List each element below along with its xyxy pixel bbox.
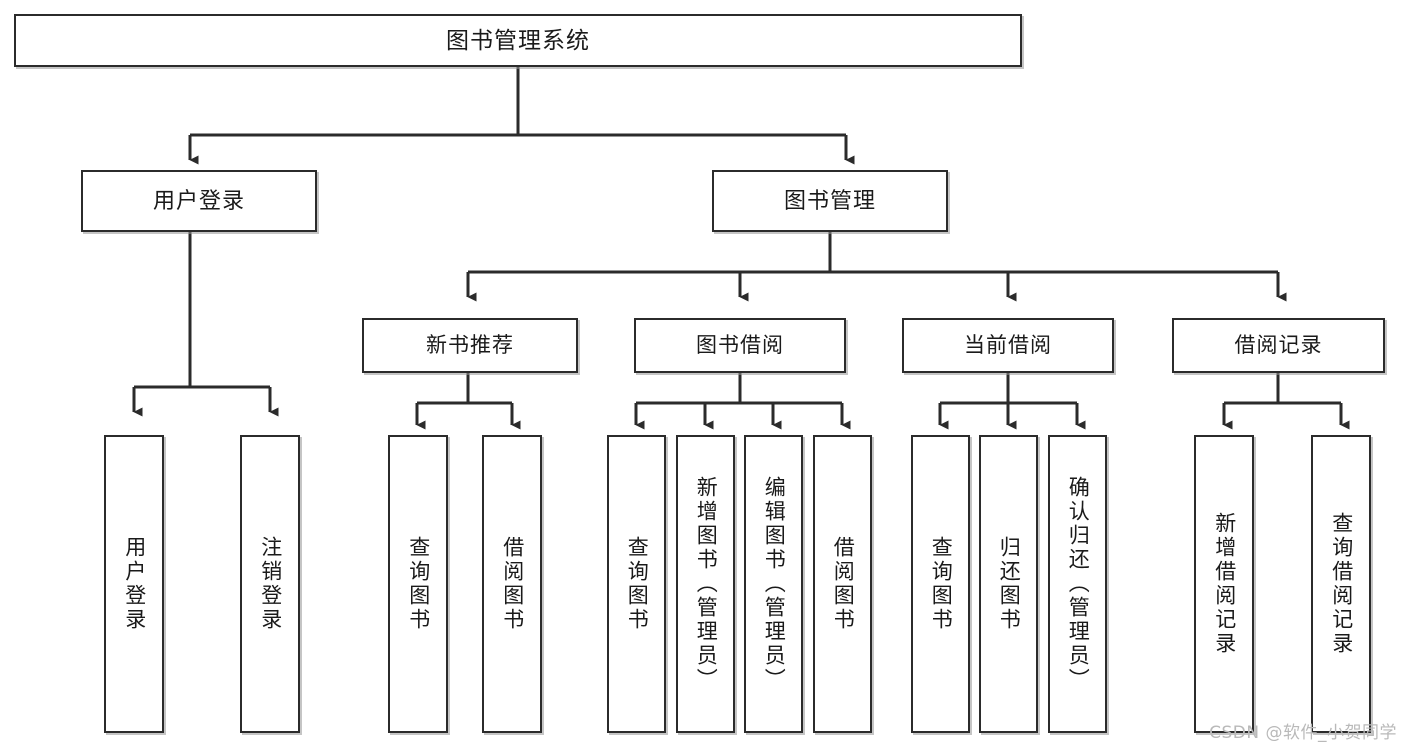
node-leaf-current-query-book[interactable]: 查询图书 [911,435,970,733]
node-leaf-edit-book-admin[interactable]: 编辑图书（管理员） [744,435,803,733]
node-leaf-confirm-return-admin[interactable]: 确认归还（管理员） [1048,435,1107,733]
node-label: 新书推荐 [426,333,514,357]
node-new-book-recommendation[interactable]: 新书推荐 [362,318,578,373]
node-leaf-borrow-query-book[interactable]: 查询图书 [607,435,666,733]
node-label: 用户登录 [152,187,245,213]
node-leaf-rec-borrow-book[interactable]: 借阅图书 [482,435,542,733]
node-leaf-query-borrow-record[interactable]: 查询借阅记录 [1311,435,1371,733]
node-current-borrow[interactable]: 当前借阅 [902,318,1114,373]
node-root-book-management-system[interactable]: 图书管理系统 [14,14,1022,67]
node-label: 图书管理 [783,187,876,213]
node-leaf-borrow-book[interactable]: 借阅图书 [813,435,872,733]
node-user-login[interactable]: 用户登录 [81,170,317,232]
node-label: 查询图书 [406,536,430,632]
node-label: 新增图书（管理员） [694,476,718,692]
node-book-borrow[interactable]: 图书借阅 [634,318,846,373]
csdn-watermark: CSDN @软件_小贺同学 [1209,723,1397,743]
node-label: 用户登录 [122,536,146,632]
node-label: 借阅图书 [831,536,855,632]
node-label: 图书借阅 [696,333,784,357]
node-label: 借阅记录 [1234,333,1323,357]
node-leaf-add-book-admin[interactable]: 新增图书（管理员） [676,435,735,733]
node-label: 注销登录 [258,536,282,632]
node-label: 查询图书 [625,536,649,632]
node-leaf-return-book[interactable]: 归还图书 [979,435,1038,733]
node-label: 当前借阅 [964,333,1052,357]
node-label: 编辑图书（管理员） [762,476,786,692]
node-leaf-rec-query-book[interactable]: 查询图书 [388,435,448,733]
node-leaf-add-borrow-record[interactable]: 新增借阅记录 [1194,435,1254,733]
node-leaf-logout[interactable]: 注销登录 [240,435,300,733]
node-borrow-record[interactable]: 借阅记录 [1172,318,1385,373]
node-label: 归还图书 [997,536,1021,632]
node-label: 新增借阅记录 [1212,512,1236,656]
node-label: 借阅图书 [500,536,524,632]
node-book-manage[interactable]: 图书管理 [712,170,948,232]
node-leaf-user-login[interactable]: 用户登录 [104,435,164,733]
node-label: 确认归还（管理员） [1066,476,1090,692]
node-label: 图书管理系统 [446,26,590,53]
node-label: 查询借阅记录 [1329,512,1353,656]
node-label: 查询图书 [929,536,953,632]
